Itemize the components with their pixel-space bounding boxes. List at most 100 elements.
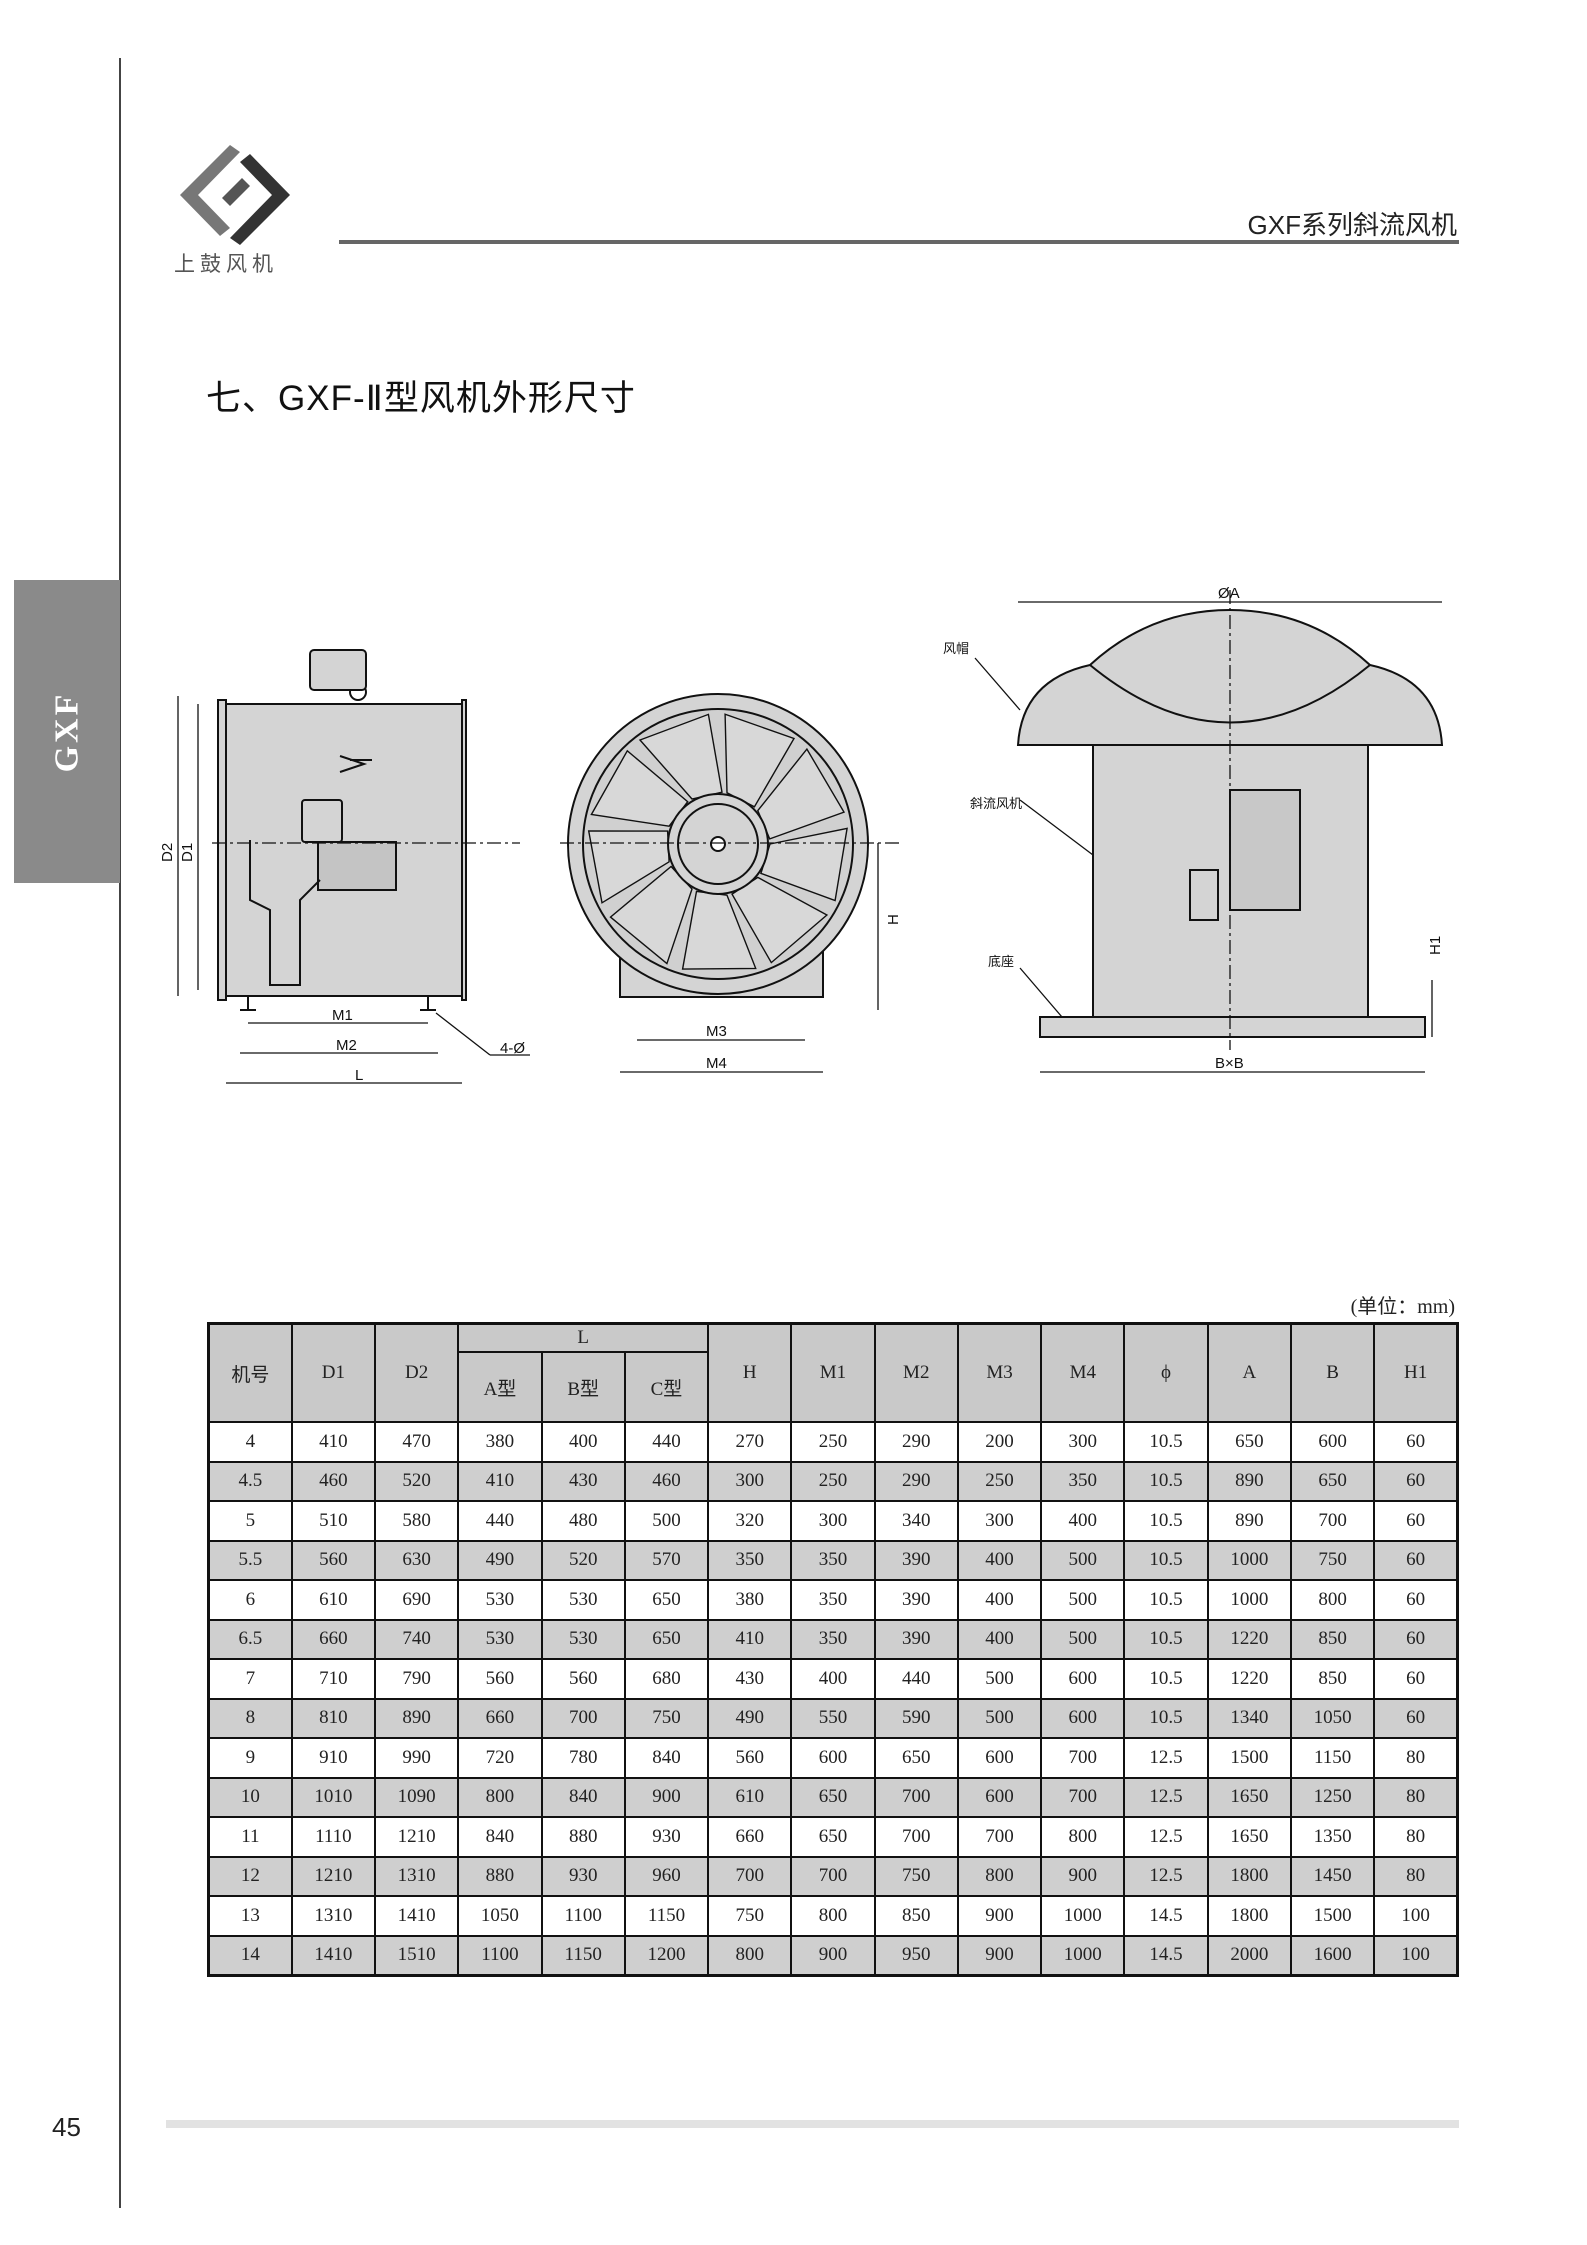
header-m2: M2: [873, 1322, 959, 1423]
label-phi-a: ØA: [1218, 585, 1240, 602]
table-cell: 650: [790, 1776, 876, 1818]
table-cell: 390: [873, 1539, 959, 1581]
table-cell: 1150: [1289, 1737, 1376, 1779]
table-cell: 560: [707, 1737, 793, 1779]
dimension-drawings: D2 D1 M1 M2 L 4-Ø H M3 M4: [159, 585, 1444, 1084]
table-cell: 1110: [290, 1816, 377, 1858]
company-logo-icon: [180, 145, 290, 245]
front-view: [567, 693, 869, 998]
page-number: 45: [52, 2112, 81, 2142]
table-cell: 800: [956, 1855, 1043, 1897]
table-cell: 1100: [540, 1895, 626, 1937]
table-cell: 630: [374, 1539, 460, 1581]
header-m1: M1: [790, 1322, 876, 1423]
table-cell: 520: [374, 1460, 460, 1502]
table-cell: 800: [1289, 1579, 1376, 1621]
table-cell: 1000: [1040, 1934, 1126, 1977]
table-cell: 600: [1040, 1658, 1126, 1700]
table-cell: 80: [1373, 1855, 1459, 1897]
table-cell: 650: [790, 1816, 876, 1858]
table-cell: 12.5: [1123, 1737, 1209, 1779]
table-cell: 1220: [1206, 1658, 1292, 1700]
table-cell: 600: [1040, 1697, 1126, 1739]
label-h1: H1: [1427, 936, 1444, 955]
table-cell: 1200: [623, 1934, 710, 1977]
header-b: B: [1289, 1322, 1376, 1423]
table-cell: 5: [207, 1500, 293, 1542]
table-cell: 1500: [1206, 1737, 1292, 1779]
table-cell: 880: [540, 1816, 626, 1858]
table-cell: 600: [1289, 1421, 1376, 1463]
table-cell: 410: [290, 1421, 377, 1463]
table-cell: 440: [457, 1500, 543, 1542]
table-cell: 720: [457, 1737, 543, 1779]
header-l: L: [457, 1322, 710, 1353]
table-cell: 660: [290, 1618, 377, 1660]
series-title: GXF系列斜流风机: [1247, 210, 1457, 240]
table-cell: 510: [290, 1500, 377, 1542]
table-cell: 200: [956, 1421, 1043, 1463]
page-title: 七、GXF-Ⅱ型风机外形尺寸: [206, 379, 636, 418]
table-cell: 300: [1040, 1421, 1126, 1463]
header-phi: ϕ: [1123, 1322, 1209, 1423]
table-cell: 1000: [1040, 1895, 1126, 1937]
table-cell: 530: [457, 1579, 543, 1621]
table-cell: 80: [1373, 1776, 1459, 1818]
table-cell: 800: [707, 1934, 793, 1977]
table-cell: 400: [956, 1618, 1043, 1660]
header-m4: M4: [1040, 1322, 1126, 1423]
table-cell: 800: [790, 1895, 876, 1937]
table-cell: 650: [1206, 1421, 1292, 1463]
label-m4: M4: [706, 1055, 727, 1072]
table-cell: 910: [290, 1737, 377, 1779]
margin-rule: [119, 58, 121, 2208]
table-cell: 500: [956, 1658, 1043, 1700]
header-no: 机号: [207, 1322, 293, 1423]
table-cell: 12: [207, 1855, 293, 1897]
table-cell: 990: [374, 1737, 460, 1779]
table-cell: 9: [207, 1737, 293, 1779]
table-cell: 380: [457, 1421, 543, 1463]
table-cell: 880: [457, 1855, 543, 1897]
table-cell: 500: [1040, 1579, 1126, 1621]
table-cell: 580: [374, 1500, 460, 1542]
table-cell: 1210: [374, 1816, 460, 1858]
table-cell: 350: [790, 1579, 876, 1621]
table-cell: 60: [1373, 1579, 1459, 1621]
table-cell: 680: [623, 1658, 710, 1700]
table-cell: 400: [1040, 1500, 1126, 1542]
section-tab: GXF: [14, 580, 120, 883]
table-cell: 900: [1040, 1855, 1126, 1897]
table-cell: 600: [956, 1776, 1043, 1818]
table-cell: 12.5: [1123, 1855, 1209, 1897]
table-cell: 1410: [374, 1895, 460, 1937]
table-cell: 660: [707, 1816, 793, 1858]
table-cell: 890: [1206, 1500, 1292, 1542]
table-cell: 530: [457, 1618, 543, 1660]
table-cell: 400: [956, 1539, 1043, 1581]
label-bxb: B×B: [1215, 1055, 1244, 1072]
table-cell: 700: [1040, 1737, 1126, 1779]
table-cell: 700: [540, 1697, 626, 1739]
table-cell: 530: [540, 1618, 626, 1660]
table-cell: 650: [873, 1737, 959, 1779]
table-cell: 290: [873, 1460, 959, 1502]
table-cell: 400: [540, 1421, 626, 1463]
label-d1: D1: [179, 843, 196, 862]
table-cell: 800: [457, 1776, 543, 1818]
header-l-b: B型: [540, 1351, 626, 1423]
table-cell: 650: [1289, 1460, 1376, 1502]
label-d2: D2: [159, 843, 176, 862]
table-cell: 530: [540, 1579, 626, 1621]
header-m3: M3: [956, 1322, 1043, 1423]
dimension-table: 机号 D1 D2 L H M1 M2 M3 M4 ϕ A B H1 A型 B型 …: [207, 1322, 1459, 1977]
label-m1: M1: [332, 1007, 353, 1024]
footer-rule: [166, 2120, 1459, 2128]
table-cell: 740: [374, 1618, 460, 1660]
label-base: 底座: [988, 954, 1014, 969]
